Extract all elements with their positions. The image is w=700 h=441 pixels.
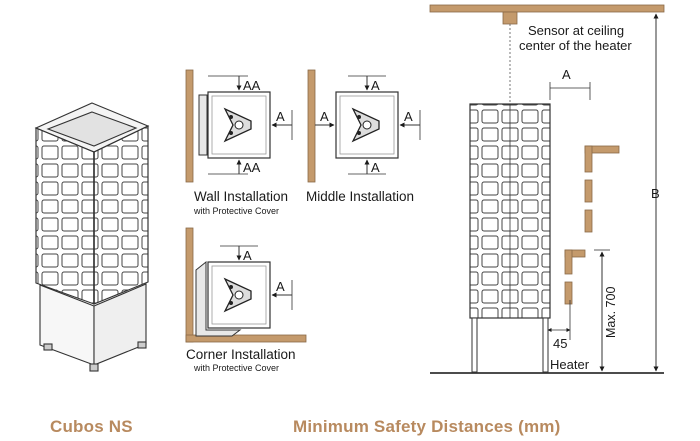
heater-element-icon xyxy=(223,107,252,143)
dim-a-side: A xyxy=(562,67,571,82)
dim-a-right: A xyxy=(276,109,285,124)
wall-panel-left xyxy=(185,227,194,343)
heater-isometric xyxy=(34,102,150,372)
sensor-box xyxy=(502,11,518,25)
dim-aa-top: AA xyxy=(243,78,261,93)
wall-panel xyxy=(307,69,316,183)
corner-installation-title: Corner Installation xyxy=(186,347,296,362)
dim-a-bottom: A xyxy=(371,160,380,175)
wall-installation-diagram: AA AA A Wall Installation with Protectiv… xyxy=(185,69,293,216)
sensor-label-line1: Sensor at ceiling xyxy=(528,23,624,38)
dim-45: 45 xyxy=(553,336,567,351)
middle-installation-diagram: A A A A Middle Installation xyxy=(306,69,421,204)
wall-installation-title: Wall Installation xyxy=(194,189,288,204)
wall-panel xyxy=(185,69,194,183)
wall-panel-bottom xyxy=(185,334,307,343)
dim-max-700: Max. 700 xyxy=(604,287,618,338)
heater-element-icon xyxy=(351,107,380,143)
dim-aa-bottom: AA xyxy=(243,160,261,175)
corner-installation-subtitle: with Protective Cover xyxy=(193,363,279,373)
side-elevation-diagram: Sensor at ceiling center of the heater A… xyxy=(429,4,665,374)
dim-a-left: A xyxy=(320,109,329,124)
protective-cover xyxy=(198,94,208,156)
dim-b: B xyxy=(651,186,660,201)
heater-label: Heater xyxy=(550,357,590,372)
product-caption: Cubos NS xyxy=(50,417,133,436)
dim-a-top: A xyxy=(243,248,252,263)
corner-installation-diagram: A A Corner Installation with Protective … xyxy=(185,227,307,373)
dim-a-right: A xyxy=(404,109,413,124)
sensor-label-line2: center of the heater xyxy=(519,38,632,53)
section-caption: Minimum Safety Distances (mm) xyxy=(293,417,561,436)
dim-a-top: A xyxy=(371,78,380,93)
dim-a-right: A xyxy=(276,279,285,294)
ceiling-panel xyxy=(429,4,665,13)
middle-installation-title: Middle Installation xyxy=(306,189,414,204)
wall-installation-subtitle: with Protective Cover xyxy=(193,206,279,216)
heater-element-icon xyxy=(223,277,252,313)
protective-cover xyxy=(195,260,242,337)
